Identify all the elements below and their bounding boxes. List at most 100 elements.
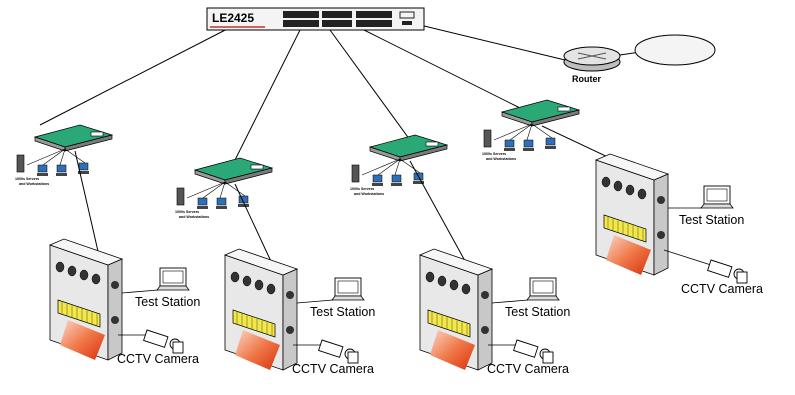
port-connector-icon [55,261,65,273]
port-connector-icon [437,275,447,287]
access-cable [224,181,246,197]
side-connector-icon [657,196,665,204]
access-cable [526,123,533,141]
server-tower-icon [351,164,360,183]
port-connector-icon [254,279,264,291]
workstation-icon [56,164,67,176]
cctv-camera-label: CCTV Camera [117,352,199,366]
camera-field-beam [606,235,651,275]
trunk-links [39,24,641,161]
router: Router [563,46,621,84]
switch-to-cabinet-link [234,183,276,271]
server-tower-icon [16,154,25,173]
cabinet-status-panel [603,214,647,243]
access-cables [26,148,86,166]
port-connector-icon [461,283,471,295]
uplink-module [250,164,264,170]
test-station-label: Test Station [310,305,375,319]
cloud [634,34,716,66]
core-switch-label: LE2425 [212,11,254,25]
cctv-camera-icon [513,339,554,364]
cabinet-side [282,268,298,371]
port-connector-icon [625,184,635,196]
access-cable [59,148,66,166]
access-cable [399,158,421,174]
side-connector-icon [481,326,489,334]
side-connector-icon [111,316,119,324]
side-connector-icon [286,326,294,334]
access-cable [42,148,66,166]
cabinet-status-panel [232,309,276,338]
access-cable [394,158,401,176]
link-site4 [359,27,521,109]
access-cable [186,181,226,199]
access-cable [202,181,226,199]
port-connector-icon [91,273,101,285]
port-connector-icon [242,275,252,287]
uplink-module [425,141,439,147]
laptop-icon [526,277,560,301]
workstation-icon [372,174,383,186]
side-connector-icon [111,281,119,289]
cctv-camera-icon [707,259,748,284]
port-connector-icon [449,279,459,291]
port-connector-icon [67,265,77,277]
server-tower-icon [483,129,492,148]
side-connector-icon [657,231,665,239]
router-label: Router [572,74,601,84]
cctv-camera-label: CCTV Camera [487,362,569,376]
cabinet-status-panel [57,299,101,328]
link-router [419,24,566,61]
test-station-link [121,289,159,294]
router-arrows-icon [577,52,607,60]
edge-switch [193,157,274,185]
cctv-camera-label: CCTV Camera [292,362,374,376]
camera-field-beam [430,330,475,370]
access-cable [509,123,533,141]
workstations-label: and Workstations [179,215,209,219]
link-site3 [329,29,411,141]
access-cable [26,148,66,166]
port-connector-icon [266,283,276,295]
link-site1 [39,24,236,126]
side-connector-icon [286,291,294,299]
switch-to-cabinet-link [409,160,471,271]
access-cable [377,158,401,176]
workstations-label: and Workstations [19,182,49,186]
workstation-icon [391,174,402,186]
laptop-icon [156,267,190,291]
laptop-icon [700,185,734,209]
port-connector-icon [601,176,611,188]
cabinet-top [594,153,670,181]
laptop-icon [331,277,365,301]
access-cables [186,181,246,199]
test-station-label: Test Station [505,305,570,319]
cctv-camera-icon [318,339,359,364]
edge-switch [500,99,581,127]
cabinet-top [48,238,124,266]
port-connector-icon [425,271,435,283]
camera-field-beam [60,320,105,360]
workstation-icon [504,139,515,151]
workstation-icon [413,172,424,184]
access-cable [531,123,553,139]
switch-to-cabinet-link [74,150,101,261]
workstations-label: and Workstations [354,192,384,196]
servers-label: 1000s Servers [482,152,506,156]
access-cable [493,123,533,141]
camera-field-beam [235,330,280,370]
edge-switch [33,124,114,152]
cabinet-top [418,248,494,276]
core-switch-ports [283,11,415,27]
access-cable [219,181,226,199]
servers-label: 1000s Servers [15,177,39,181]
core-switch: LE2425 [206,7,425,31]
server-tower-icon [176,187,185,206]
cabinet-top [223,248,299,276]
cabinet-side [653,173,669,276]
